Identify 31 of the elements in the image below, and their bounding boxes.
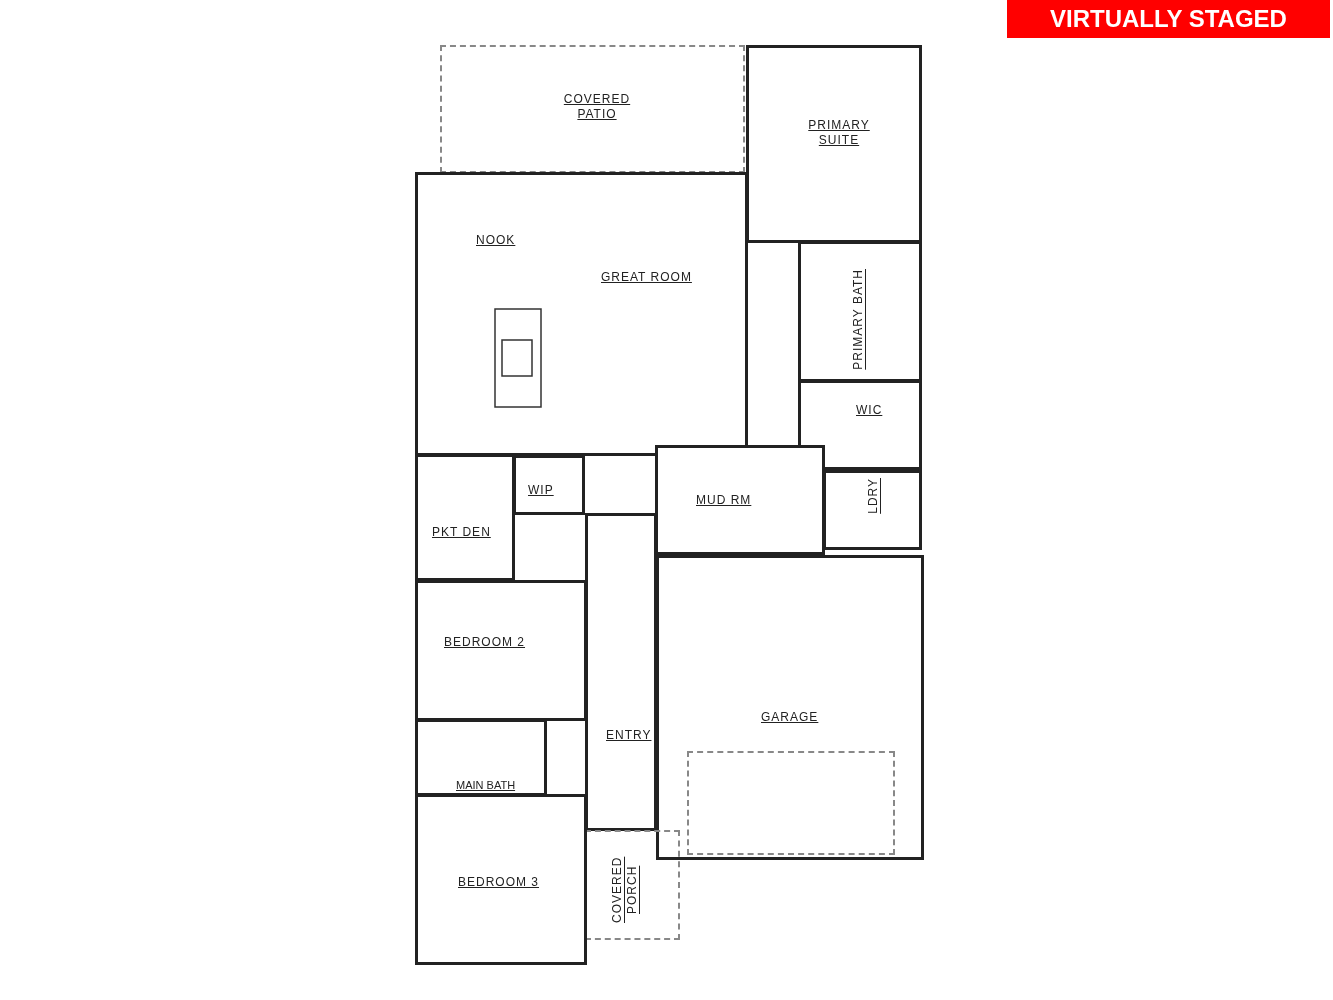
room-name: GARAGE	[761, 710, 819, 725]
room-outline	[415, 454, 515, 581]
room-outline	[513, 455, 585, 515]
parking-area-outline	[687, 751, 895, 855]
room-outline	[585, 513, 657, 831]
room-outline	[415, 580, 587, 721]
room-name: COVERED PORCH	[610, 855, 640, 926]
room-name: GREAT ROOM	[601, 270, 692, 285]
room-name: BEDROOM 3	[458, 875, 539, 890]
room-outline	[798, 380, 922, 470]
room-outline	[823, 470, 922, 550]
room-name: WIP	[528, 483, 554, 498]
room-outline	[798, 241, 922, 382]
room-name: WIC	[856, 403, 883, 418]
room-name: ENTRY	[606, 728, 652, 743]
room-name: NOOK	[476, 233, 516, 248]
room-name: MAIN BATH	[456, 778, 516, 793]
room-outline	[415, 719, 547, 796]
room-name: BEDROOM 2	[444, 635, 525, 650]
room-outline	[655, 445, 825, 555]
room-name: PRIMARY BATH	[851, 269, 866, 370]
staging-notice: VIRTUALLY STAGED	[1007, 0, 1330, 38]
room-name: MUD RM	[696, 493, 752, 508]
room-name: COVERED PATIO	[562, 92, 632, 122]
room-name: PRIMARY SUITE	[807, 118, 871, 148]
room-outline	[656, 555, 924, 860]
room-outline	[415, 172, 748, 456]
room-outline	[415, 794, 587, 965]
room-outline	[746, 45, 922, 243]
room-name: LDRY	[866, 478, 881, 514]
room-name: PKT DEN	[432, 525, 491, 540]
